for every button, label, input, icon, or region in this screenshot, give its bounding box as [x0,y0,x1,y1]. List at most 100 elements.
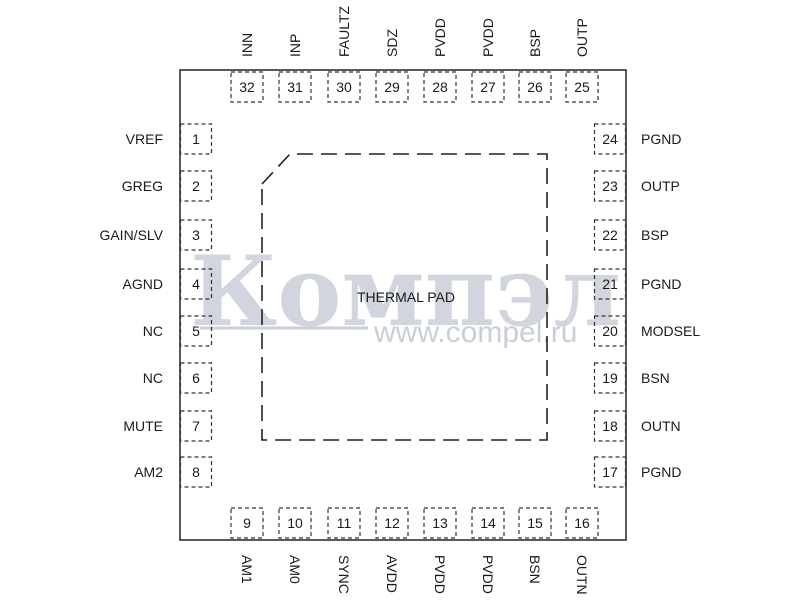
pin-number: 19 [602,370,618,386]
pin-number: 28 [432,79,448,95]
pin-name: GAIN/SLV [99,227,163,243]
thermal-pad-outline [261,153,548,441]
pin-number: 29 [384,79,400,95]
pin-pad [565,71,599,103]
pin-name: OUTP [574,18,590,57]
pin-pad [179,219,213,251]
pin-name: AVDD [384,555,400,593]
pin-number: 11 [337,515,352,531]
pin-pad [179,170,213,202]
pin-top-3: 28 PVDD [423,18,457,103]
pin-number: 10 [287,515,303,531]
pin-pad [593,315,627,347]
pin-number: 5 [192,323,200,339]
pin-left-6: 7 MUTE [123,410,213,442]
pin-number: 24 [602,131,618,147]
pin-number: 22 [602,227,618,243]
pin-name: PVDD [480,18,496,57]
pin-pad [593,170,627,202]
pin-left-5: 6NC [143,362,213,394]
pin-pad [593,456,627,488]
pin-pad [565,507,599,539]
pin-name: BSN [641,370,670,386]
thermal-pad-label: THERMAL PAD [357,289,455,305]
pin-name: MODSEL [641,323,700,339]
pin-pad [179,410,213,442]
pin-pad [230,71,264,103]
pin-number: 30 [336,79,352,95]
pin-name: PGND [641,464,681,480]
pin-number: 2 [192,178,200,194]
pin-name: AGND [123,276,163,292]
pin-right-4: 21 PGND [593,268,681,300]
pin-pad [179,268,213,300]
pin-pad [327,507,361,539]
pin-number: 15 [527,515,543,531]
pin-pad [327,71,361,103]
pin-pad [179,456,213,488]
pin-top-1: 26 BSP [518,29,552,103]
pin-pad [593,362,627,394]
pin-pad [423,71,457,103]
pin-top-6: 31 INP [278,34,312,103]
pin-pad [179,315,213,347]
pin-pad [375,71,409,103]
pin-name: BSP [641,227,669,243]
pin-pad [278,71,312,103]
pin-name: AM0 [287,555,303,584]
pin-pad [593,123,627,155]
pin-number: 7 [192,418,200,434]
pin-number: 32 [239,79,255,95]
pin-right-0: 17 PGND [593,456,681,488]
pin-number: 21 [602,276,618,292]
pin-name: AM1 [239,555,255,584]
pin-number: 4 [192,276,200,292]
pin-name: PVDD [432,18,448,57]
pin-pad [375,507,409,539]
pin-number: 26 [527,79,543,95]
package-outline [179,69,627,541]
pin-name: INP [287,34,303,57]
pin-name: PGND [641,276,681,292]
watermark-url: www.compel.ru [373,316,577,349]
pin-number: 6 [192,370,200,386]
pin-number: 9 [243,515,251,531]
pin-left-4: 5NC [143,315,213,347]
pin-right-3: 20 MODSEL [593,315,700,347]
pin-number: 20 [602,323,618,339]
pin-number: 31 [287,79,303,95]
pin-pad [518,507,552,539]
pin-pad [278,507,312,539]
pin-pad [179,123,213,155]
pin-pad [230,507,264,539]
pin-right-5: 22 BSP [593,219,669,251]
pin-name: SYNC [336,555,352,594]
pin-number: 13 [432,515,448,531]
pin-name: VREF [126,131,163,147]
pin-number: 23 [602,178,618,194]
pin-number: 17 [602,464,618,480]
pin-name: BSP [527,29,543,57]
pin-name: PGND [641,131,681,147]
pin-number: 16 [574,515,590,531]
pin-pad [179,362,213,394]
pin-name: BSN [527,555,543,584]
pin-number: 12 [384,515,400,531]
pin-right-2: 19 BSN [593,362,670,394]
pin-name: AM2 [134,464,163,480]
pin-name: FAULTZ [336,5,352,57]
pin-name: MUTE [123,418,163,434]
